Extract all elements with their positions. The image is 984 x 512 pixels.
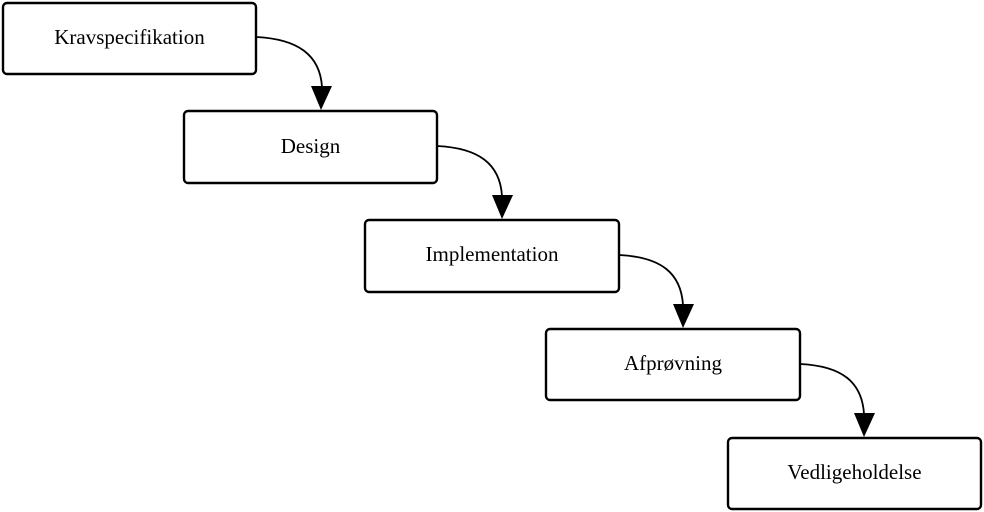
stage-box	[726, 436, 983, 511]
stage-label: Implementation	[426, 242, 559, 266]
connector-line	[799, 363, 865, 415]
connector-implementation-to-afproevning	[618, 254, 694, 328]
stage-label: Vedligeholdelse	[787, 460, 921, 484]
stage-label: Kravspecifikation	[54, 25, 205, 49]
stage-box	[1, 1, 258, 76]
stage-vedligeholdelse: Vedligeholdelse	[726, 436, 983, 511]
stage-kravspecifikation: Kravspecifikation	[1, 1, 258, 76]
connector-line	[436, 145, 503, 197]
stage-implementation: Implementation	[363, 218, 621, 294]
arrow-head	[854, 413, 875, 437]
arrow-head	[492, 195, 513, 219]
stage-box	[182, 109, 439, 185]
stage-label: Afprøvning	[624, 351, 722, 375]
stage-afproevning: Afprøvning	[544, 327, 802, 402]
arrow-head	[311, 86, 332, 110]
arrow-head	[673, 304, 694, 328]
connector-line	[618, 254, 684, 306]
stage-box	[363, 218, 621, 294]
connector-kravspecifikation-to-design	[255, 36, 332, 110]
connector-afproevning-to-vedligeholdelse	[799, 363, 875, 437]
connector-design-to-implementation	[436, 145, 513, 219]
stage-box	[544, 327, 802, 402]
stage-label: Design	[281, 134, 341, 158]
stage-design: Design	[182, 109, 439, 185]
connector-line	[255, 36, 323, 88]
